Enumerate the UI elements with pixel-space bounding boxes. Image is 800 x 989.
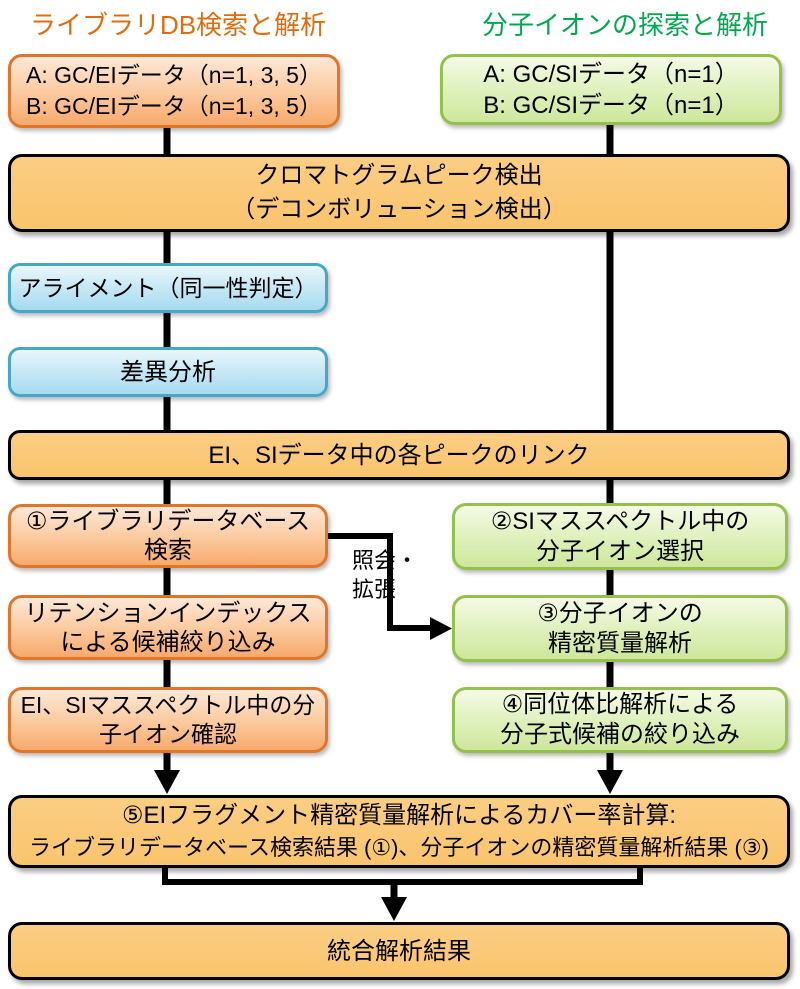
input-gc-si-line1: A: GC/SIデータ（n=1）: [483, 60, 739, 88]
query-expansion-line2: 拡張: [352, 577, 397, 602]
accurate-mass-line1: ③分子イオンの: [537, 599, 703, 627]
box-input-gc-si: A: GC/SIデータ（n=1） B: GC/SIデータ（n=1）: [440, 54, 782, 125]
input-gc-si-line2: B: GC/SIデータ（n=1）: [483, 91, 739, 119]
alignment-label: アライメント（同一性判定）: [18, 274, 318, 301]
arrowhead-isotope-coverage: [597, 770, 623, 794]
retention-index-line1: リテンションインデックス: [24, 599, 312, 627]
connector-libsearch-accmass: [328, 533, 432, 631]
peak-detection-line1: クロマトグラムピーク検出: [255, 162, 543, 189]
box-library-search: ①ライブラリデータベース 検索: [8, 504, 328, 568]
arrowhead-merge-result: [381, 897, 407, 921]
box-si-ion-select: ②SIマススペクトル中の 分子イオン選択: [452, 503, 788, 570]
library-search-line1: ①ライブラリデータベース: [25, 508, 311, 535]
isotope-ratio-line2: 分子式候補の絞り込み: [500, 721, 740, 748]
left-column-title: ライブラリDB検索と解析: [29, 10, 327, 40]
box-integrated-result: 統合解析結果: [8, 922, 790, 980]
box-peak-link: EI、SIデータ中の各ピークのリンク: [8, 430, 790, 480]
si-ion-select-line2: 分子イオン選択: [536, 537, 704, 565]
box-coverage-calc: ⑤EIフラグメント精密質量解析によるカバー率計算: ライブラリデータベース検索結…: [8, 795, 790, 868]
difference-analysis-label: 差異分析: [120, 358, 216, 386]
retention-index-line2: による候補絞り込み: [60, 628, 276, 656]
arrowhead-confirm-coverage: [154, 770, 180, 794]
accurate-mass-line2: 精密質量解析: [548, 629, 692, 657]
input-gc-ei-line2: B: GC/EIデータ（n=1, 3, 5）: [26, 93, 322, 119]
molecular-ion-confirm-line2: 子イオン確認: [99, 721, 237, 747]
box-molecular-ion-confirm: EI、SIマススペクトル中の分 子イオン確認: [8, 687, 328, 753]
box-retention-index: リテンションインデックス による候補絞り込み: [8, 595, 328, 660]
box-input-gc-ei: A: GC/EIデータ（n=1, 3, 5） B: GC/EIデータ（n=1, …: [8, 54, 340, 128]
right-column-title: 分子イオンの探索と解析: [481, 10, 768, 40]
box-peak-detection: クロマトグラムピーク検出 （デコンボリューション検出）: [8, 154, 790, 232]
input-gc-ei-line1: A: GC/EIデータ（n=1, 3, 5）: [26, 62, 322, 88]
coverage-calc-line1: ⑤EIフラグメント精密質量解析によるカバー率計算:: [121, 801, 677, 829]
peak-link-label: EI、SIデータ中の各ピークのリンク: [208, 441, 590, 469]
connector-merge-bracket: [162, 864, 643, 885]
box-accurate-mass: ③分子イオンの 精密質量解析: [452, 595, 788, 662]
integrated-result-label: 統合解析結果: [327, 937, 471, 965]
query-expansion-label: 照会・ 拡張: [352, 546, 418, 604]
library-search-line2: 検索: [144, 537, 192, 564]
query-expansion-line1: 照会・: [352, 548, 419, 573]
isotope-ratio-line1: ④同位体比解析による: [501, 691, 739, 718]
box-isotope-ratio: ④同位体比解析による 分子式候補の絞り込み: [452, 687, 788, 753]
peak-detection-line2: （デコンボリューション検出）: [231, 196, 567, 223]
box-difference-analysis: 差異分析: [8, 347, 328, 397]
arrowhead-libsearch-accmass: [430, 617, 452, 640]
box-alignment: アライメント（同一性判定）: [8, 263, 328, 313]
si-ion-select-line1: ②SIマススペクトル中の: [490, 507, 750, 535]
molecular-ion-confirm-line1: EI、SIマススペクトル中の分: [20, 692, 316, 718]
coverage-calc-line2: ライブラリデータベース検索結果 (①)、分子イオンの精密質量解析結果 (③): [29, 834, 769, 860]
